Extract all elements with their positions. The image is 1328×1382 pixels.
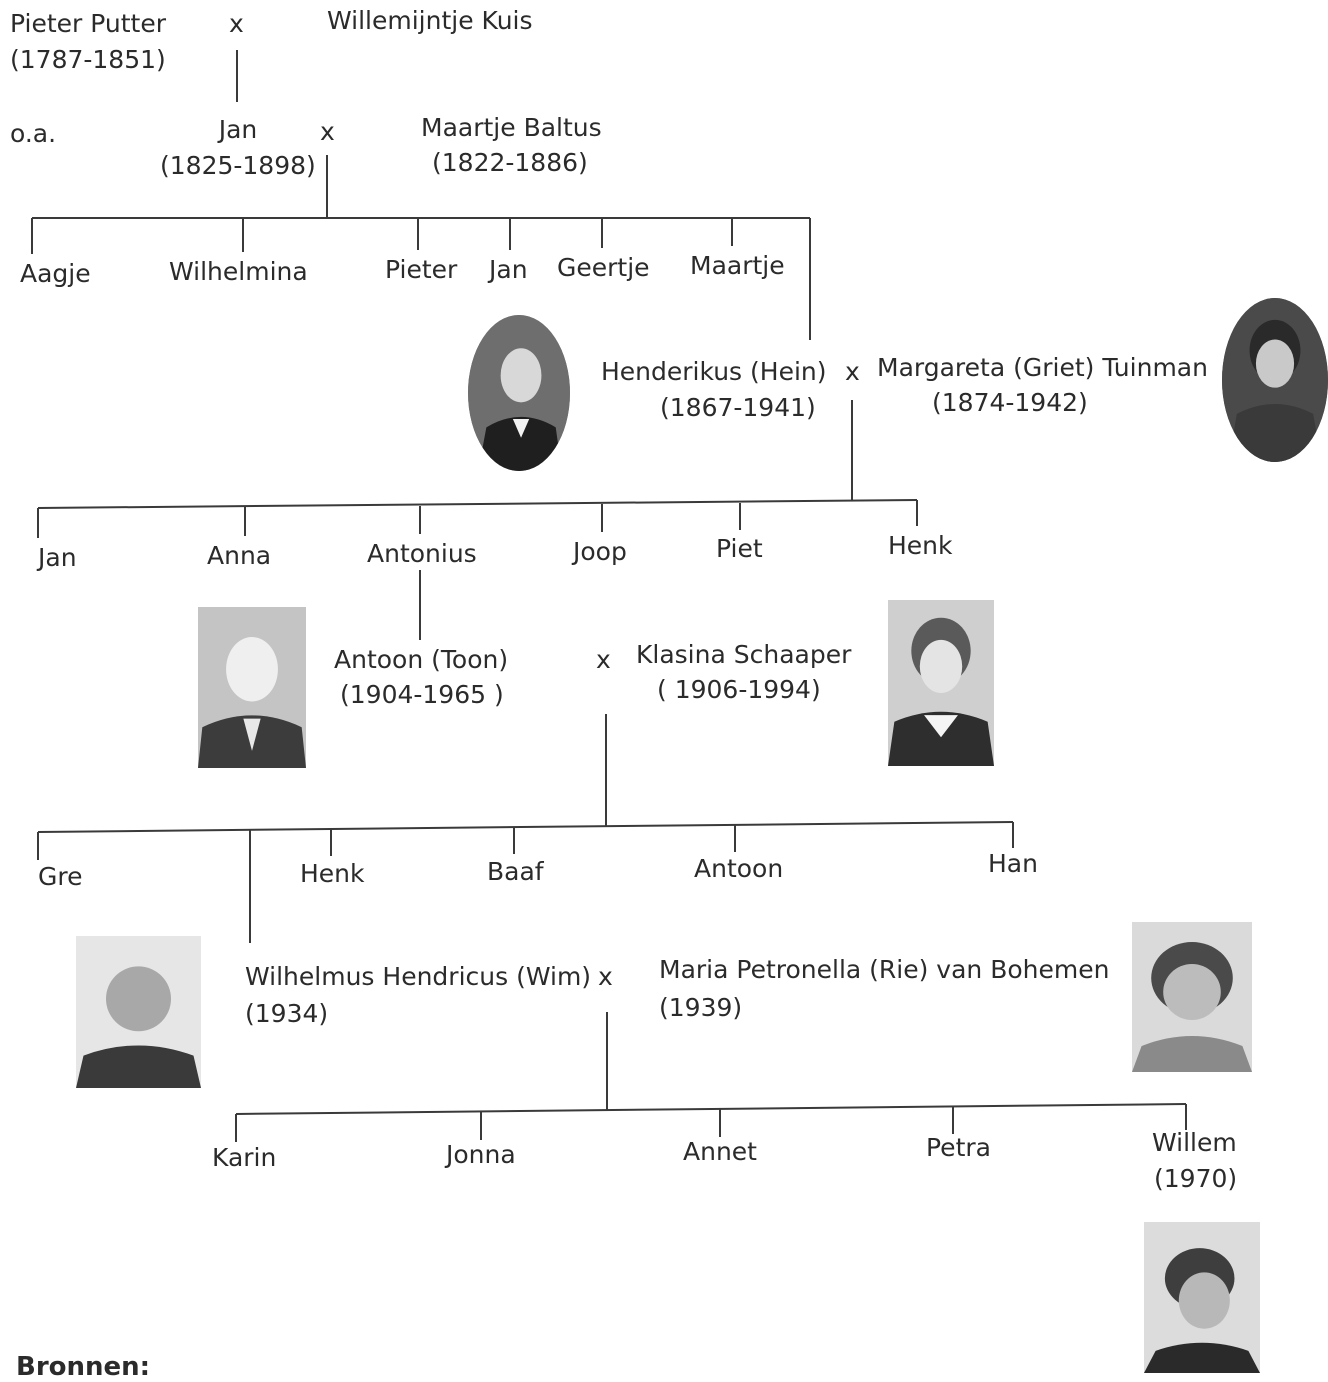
portrait-toon-photo [198, 607, 306, 768]
portrait-rie-photo [1132, 922, 1252, 1072]
child-antonius: Antonius [367, 539, 477, 568]
child-karin: Karin [212, 1143, 277, 1172]
child-henk: Henk [300, 859, 365, 888]
portrait-woman-icon [1132, 922, 1252, 1072]
portrait-willem-photo [1144, 1222, 1260, 1373]
person-maartje-baltus-name: Maartje Baltus [421, 113, 602, 142]
marriage-symbol: x [229, 9, 244, 38]
child-antoon: Antoon [694, 854, 784, 883]
marriage-symbol: x [596, 645, 611, 674]
child-gre: Gre [38, 862, 83, 891]
person-pieter-putter-name: Pieter Putter [10, 9, 167, 38]
person-hein-name: Henderikus (Hein) [601, 357, 827, 386]
person-griet-tuinman-name: Margareta (Griet) Tuinman [877, 353, 1208, 382]
person-griet-tuinman-years: (1874-1942) [932, 388, 1088, 417]
portrait-woman-icon [1222, 298, 1328, 462]
child-petra: Petra [926, 1133, 991, 1162]
person-toon-name: Antoon (Toon) [334, 645, 509, 674]
person-klasina-schaaper-name: Klasina Schaaper [636, 640, 852, 669]
person-toon-years: (1904-1965 ) [340, 680, 504, 709]
child-willem: Willem [1152, 1128, 1237, 1157]
sources-heading: Bronnen: [16, 1352, 151, 1382]
portrait-man-icon [76, 936, 201, 1088]
portrait-woman-icon [888, 600, 994, 766]
person-hein-years: (1867-1941) [660, 393, 816, 422]
connector-gen4-bar [235, 1103, 1187, 1115]
portrait-man-icon [198, 607, 306, 768]
child-pieter: Pieter [385, 255, 458, 284]
child-piet: Piet [716, 534, 763, 563]
connector-gen3-bar [37, 821, 1014, 833]
child-annet: Annet [683, 1137, 757, 1166]
portrait-man-icon [468, 315, 570, 471]
person-pieter-putter-years: (1787-1851) [10, 45, 166, 74]
person-klasina-schaaper-years: ( 1906-1994) [657, 675, 821, 704]
person-willemijntje-kuis-name: Willemijntje Kuis [327, 6, 533, 35]
portrait-wim-photo [76, 936, 201, 1088]
connector-gen2-bar [37, 499, 918, 509]
child-geertje: Geertje [557, 253, 650, 282]
child-anna: Anna [207, 541, 272, 570]
child-aagje: Aagje [20, 259, 91, 288]
child-wilhelmina: Wilhelmina [169, 257, 308, 286]
marriage-symbol: x [320, 117, 335, 146]
portrait-griet-photo [1222, 298, 1328, 462]
child-joop: Joop [573, 537, 627, 566]
person-wim-name: Wilhelmus Hendricus (Wim) [245, 962, 592, 991]
child-jan: Jan [38, 543, 77, 572]
portrait-man-icon [1144, 1222, 1260, 1373]
child-jonna: Jonna [446, 1140, 516, 1169]
child-willem-years: (1970) [1154, 1164, 1238, 1193]
child-han: Han [988, 849, 1038, 878]
oa-label: o.a. [10, 119, 57, 148]
child-baaf: Baaf [487, 857, 544, 886]
marriage-symbol: x [598, 962, 613, 991]
child-maartje: Maartje [690, 251, 785, 280]
portrait-hein-photo [468, 315, 570, 471]
child-henk: Henk [888, 531, 953, 560]
person-jan-years: (1825-1898) [160, 151, 316, 180]
person-rie-van-bohemen-name: Maria Petronella (Rie) van Bohemen [659, 955, 1110, 984]
portrait-klasina-photo [888, 600, 994, 766]
person-maartje-baltus-years: (1822-1886) [432, 148, 588, 177]
person-jan-name: Jan [218, 115, 258, 144]
child-jan: Jan [489, 255, 528, 284]
person-wim-years: (1934) [245, 999, 329, 1028]
marriage-symbol: x [845, 357, 860, 386]
person-rie-van-bohemen-years: (1939) [659, 993, 743, 1022]
